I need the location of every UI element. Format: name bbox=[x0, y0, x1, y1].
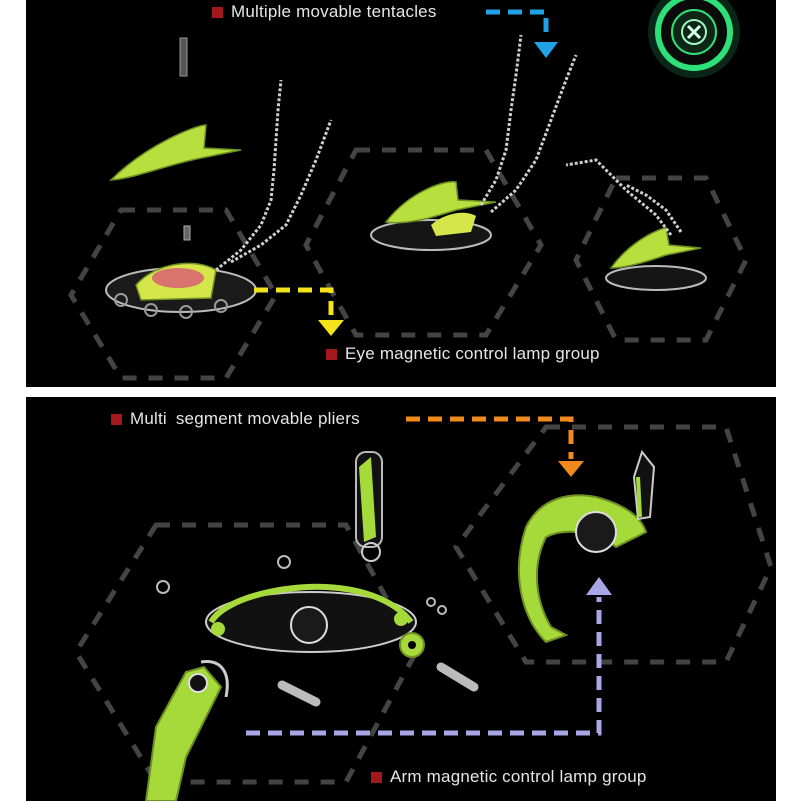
nut-part bbox=[156, 580, 170, 594]
gear-part bbox=[399, 632, 425, 658]
arrow-yellow bbox=[254, 287, 334, 318]
red-square-bullet-icon bbox=[326, 349, 337, 360]
arrow-orange-head bbox=[558, 461, 584, 477]
hexagon-middle bbox=[303, 147, 544, 338]
hexagon-outlines bbox=[68, 147, 749, 381]
label-pliers: Multi segment movable pliers bbox=[111, 409, 360, 429]
hexagon-left bbox=[68, 207, 279, 381]
bolt-part bbox=[179, 37, 188, 77]
nut-part bbox=[437, 605, 447, 615]
arrow-lavender bbox=[246, 597, 602, 736]
arm-body-center bbox=[205, 583, 417, 653]
red-square-bullet-icon bbox=[212, 7, 223, 18]
screw-part bbox=[436, 662, 479, 692]
red-square-bullet-icon bbox=[371, 772, 382, 783]
top-panel-illustration bbox=[68, 0, 749, 381]
arrow-yellow-head bbox=[318, 320, 344, 336]
screw-part bbox=[277, 680, 321, 707]
top-panel: Multiple movable tentacles Eye magnetic … bbox=[26, 0, 776, 387]
hexagon-left bbox=[73, 522, 419, 785]
eye-lamp-body-left bbox=[105, 79, 333, 319]
hexagon-outlines bbox=[73, 424, 774, 785]
tentacle-assembly-middle bbox=[370, 34, 578, 251]
pliers-lower-left bbox=[144, 660, 229, 801]
bottom-panel-illustration bbox=[73, 416, 774, 801]
nut-part bbox=[277, 555, 291, 569]
arrow-orange bbox=[406, 416, 574, 459]
label-arm-lamp: Arm magnetic control lamp group bbox=[371, 767, 647, 787]
arrow-lavender-head bbox=[586, 577, 612, 595]
claw-assembled-right bbox=[517, 449, 656, 644]
label-tentacles: Multiple movable tentacles bbox=[212, 2, 437, 22]
fin-part bbox=[109, 124, 242, 181]
pliers-segment-top bbox=[355, 451, 383, 562]
arrow-blue-head bbox=[534, 42, 558, 58]
tentacle-assembly-right bbox=[565, 158, 707, 291]
label-eye-lamp: Eye magnetic control lamp group bbox=[326, 344, 600, 364]
x-badge-icon[interactable] bbox=[648, 0, 740, 78]
arrow-blue bbox=[486, 9, 549, 40]
nut-part bbox=[426, 597, 436, 607]
hexagon-right bbox=[573, 175, 749, 343]
bottom-panel: Multi segment movable pliers Arm magneti… bbox=[26, 397, 776, 801]
red-square-bullet-icon bbox=[111, 414, 122, 425]
pin-part bbox=[183, 225, 191, 241]
hexagon-right bbox=[452, 424, 774, 665]
